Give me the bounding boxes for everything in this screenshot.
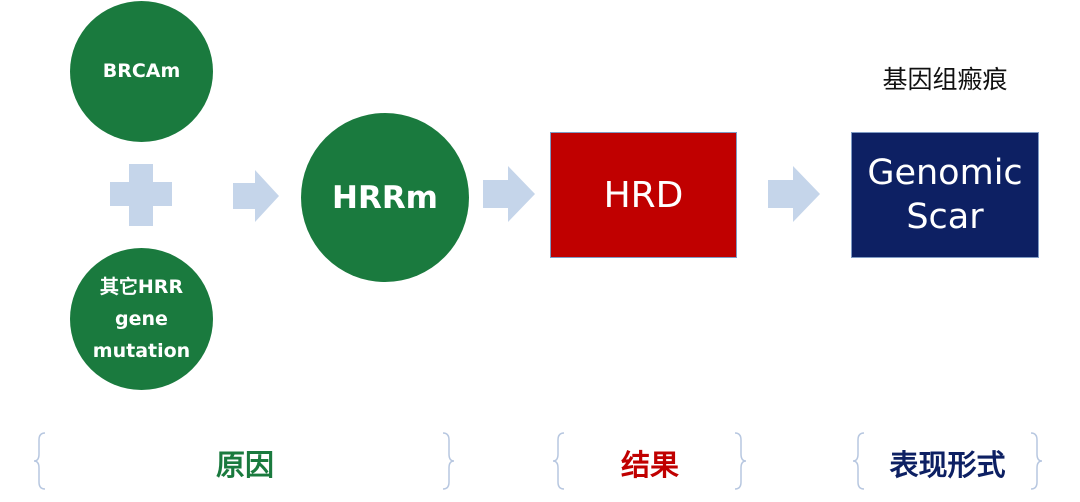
hrrm-node: HRRm [301, 113, 469, 282]
other-hrr-mutation-node: 其它HRR gene mutation [70, 248, 213, 390]
genomic-scar-label-line1: Genomic [867, 153, 1023, 193]
curly-brace-icon [552, 432, 565, 490]
hrd-box: HRD [550, 132, 737, 258]
other-hrr-label-line1: 其它HRR [99, 276, 184, 298]
right-arrow-icon [768, 166, 820, 222]
brca-label: BRCAm [102, 60, 181, 83]
right-arrow-icon [233, 170, 279, 222]
curly-brace-icon [33, 432, 46, 490]
curly-brace-icon [1030, 432, 1043, 490]
genomic-scar-chinese-label: 基因组瘢痕 [882, 65, 1008, 94]
genomic-scar-label-line2: Scar [906, 197, 984, 237]
curly-brace-icon [734, 432, 747, 490]
other-hrr-label-line3: mutation [92, 340, 191, 362]
genomic-scar-box: Genomic Scar [851, 132, 1039, 258]
plus-icon-vertical [129, 164, 153, 226]
hrd-label: HRD [603, 174, 684, 216]
category-result-label: 结果 [620, 448, 679, 482]
category-cause-label: 原因 [215, 448, 274, 482]
curly-brace-icon [442, 432, 455, 490]
right-arrow-icon [483, 166, 535, 222]
other-hrr-label-line2: gene [115, 308, 168, 330]
brca-mutation-node: BRCAm [70, 1, 213, 142]
hrrm-label: HRRm [332, 179, 438, 216]
category-form-label: 表现形式 [889, 448, 1006, 482]
curly-brace-icon [852, 432, 865, 490]
